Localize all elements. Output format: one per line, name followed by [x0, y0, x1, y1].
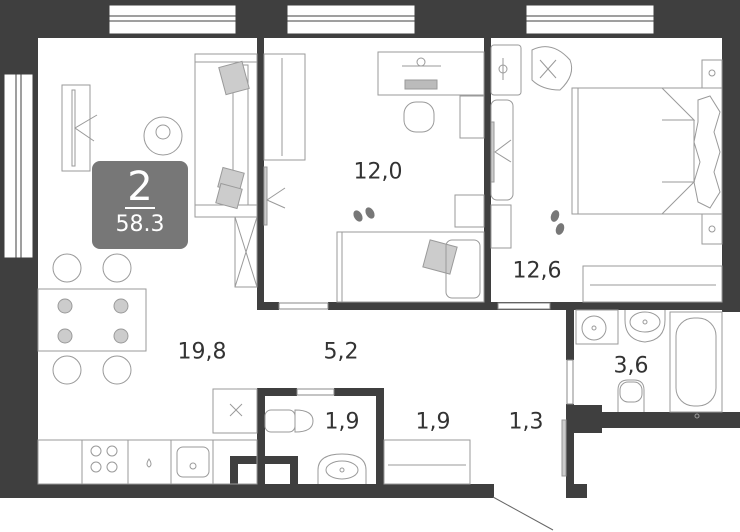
room-count: 2 [125, 164, 155, 210]
room-area-entrance: 1,3 [508, 409, 544, 435]
windows [3, 4, 655, 259]
room-area-wc: 1,9 [324, 409, 360, 435]
entrance-door-swing [492, 496, 554, 531]
furniture [37, 44, 723, 485]
walls [0, 0, 740, 498]
room-area-bedroom: 12,6 [512, 258, 562, 284]
apartment-summary-badge: 2 58.3 [92, 161, 188, 249]
room-area-hallway: 5,2 [323, 339, 359, 365]
doorways [278, 302, 574, 405]
room-area-storage: 1,9 [415, 409, 451, 435]
slippers-icon [353, 207, 565, 235]
room-area-office-bedroom: 12,0 [353, 159, 403, 185]
total-area: 58.3 [115, 212, 165, 237]
room-area-bathroom: 3,6 [613, 353, 649, 379]
room-area-living-kitchen: 19,8 [177, 339, 227, 365]
